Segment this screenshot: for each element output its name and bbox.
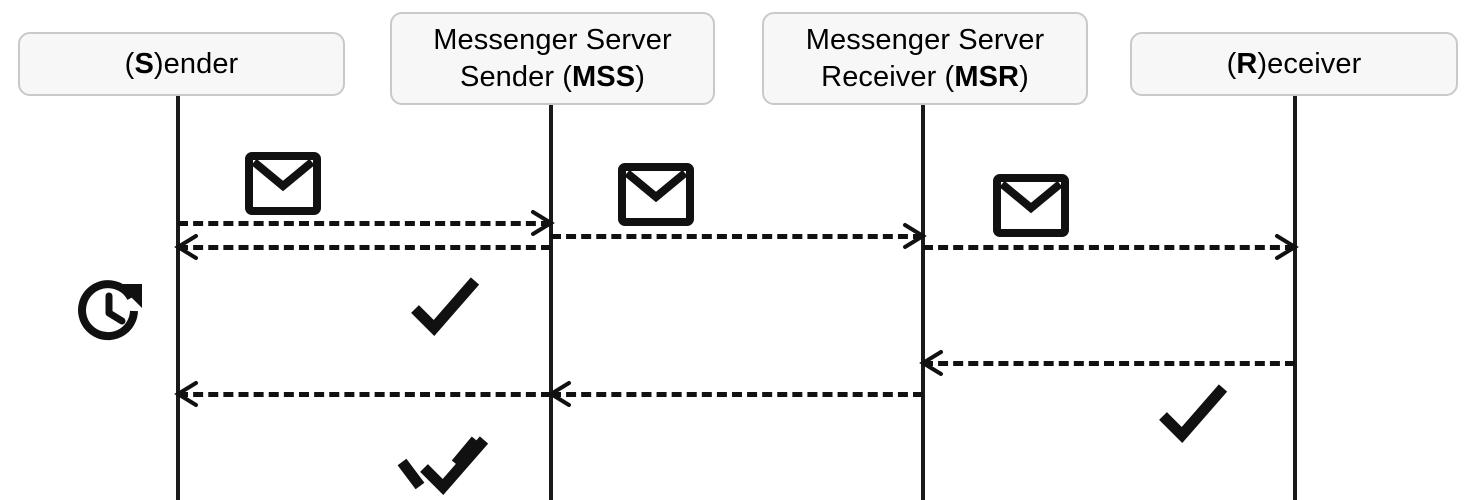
clock-retry-icon <box>74 276 144 346</box>
lifeline-sender <box>176 96 180 500</box>
message-arrow-m3 <box>923 245 1295 250</box>
lifeline-receiver <box>1293 96 1297 500</box>
arrowhead-m5 <box>919 350 943 376</box>
lifeline-msr <box>921 105 925 500</box>
lifeline-mss <box>549 105 553 500</box>
message-arrow-m5 <box>923 361 1295 366</box>
arrowhead-m6 <box>547 381 571 407</box>
arrowhead-m2 <box>903 223 927 249</box>
participant-label-receiver: (R)eceiver <box>1226 47 1362 80</box>
message-arrow-m7 <box>178 392 551 397</box>
participant-box-receiver[interactable]: (R)eceiver <box>1130 32 1458 96</box>
message-arrow-m2 <box>551 234 923 239</box>
double-check-icon <box>397 434 492 496</box>
participant-label-sender: (S)ender <box>124 47 239 80</box>
single-check-icon <box>409 275 481 337</box>
arrowhead-m7 <box>174 381 198 407</box>
message-arrow-m6 <box>551 392 923 397</box>
participant-box-sender[interactable]: (S)ender <box>18 32 345 96</box>
envelope-icon <box>993 174 1069 237</box>
single-check-icon <box>1157 382 1229 444</box>
message-arrow-m4 <box>178 245 551 250</box>
message-arrow-m1 <box>178 221 551 226</box>
arrowhead-m1 <box>531 210 555 236</box>
arrowhead-m3 <box>1275 234 1299 260</box>
arrowhead-m4 <box>174 234 198 260</box>
envelope-icon <box>245 152 321 215</box>
envelope-icon <box>618 163 694 226</box>
